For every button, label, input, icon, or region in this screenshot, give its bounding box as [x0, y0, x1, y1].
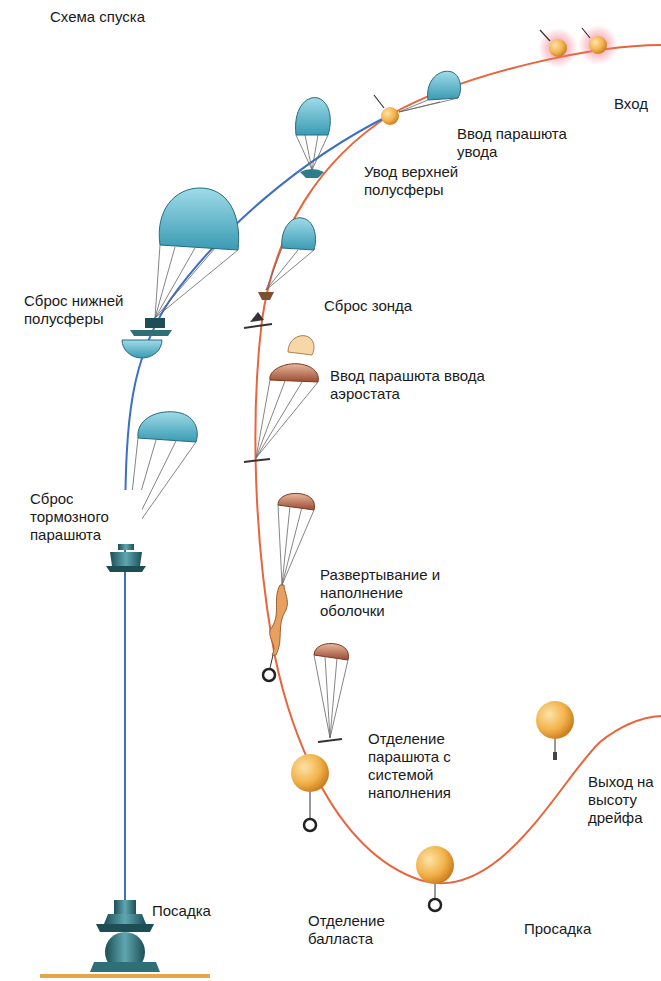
stage-label: Увод верхней полусферы [362, 163, 516, 199]
stage-label: Сброс тормозного парашюта [28, 490, 142, 544]
stage-label: Посадка [150, 902, 213, 920]
stage-label: Выход на высоту дрейфа [586, 773, 660, 827]
stage-label: Ввод парашюта ввода аэростата [328, 367, 492, 403]
stage-label: Сброс нижней полусферы [22, 292, 126, 328]
stage-label: Ввод парашюта увода [455, 125, 609, 161]
stage-label: Отделение балласта [306, 912, 420, 948]
stage-label: Вход [612, 95, 650, 113]
stage-label: Отделение парашюта с системой наполнения [366, 730, 520, 802]
stage-label: Развертывание и наполнение оболочки [318, 566, 472, 620]
stage-label: Сброс зонда [322, 297, 414, 315]
stage-label: Просадка [522, 920, 593, 938]
diagram-title: Схема спуска [50, 8, 145, 26]
